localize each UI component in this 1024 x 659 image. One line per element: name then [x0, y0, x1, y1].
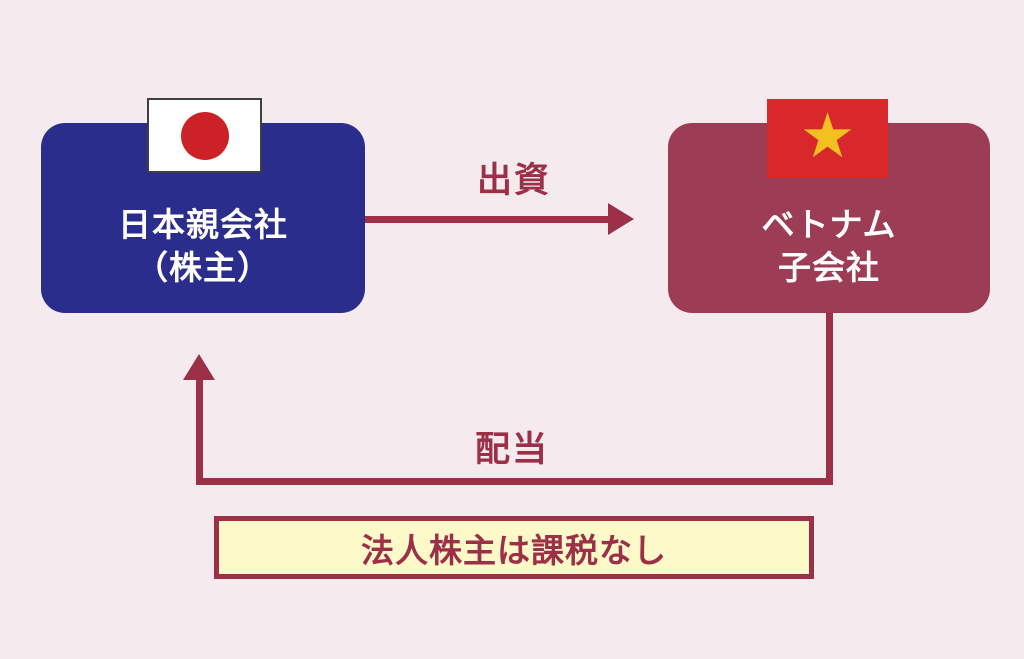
japan-box-label-line1: 日本親会社 — [118, 206, 288, 243]
vietnam-flag-star: ★ — [799, 98, 856, 172]
investment-arrow-line — [365, 216, 608, 223]
investment-arrow-head-icon — [608, 203, 634, 235]
japan-box-label-line2: （株主） — [135, 249, 271, 286]
japan-flag-icon — [147, 98, 262, 173]
dividend-arrow-horizontal-segment — [196, 478, 833, 485]
tax-note-label: 法人株主は課税なし — [361, 531, 667, 569]
vietnam-box-label-line1: ベトナム — [761, 206, 897, 243]
vietnam-box-label-line2: 子会社 — [777, 249, 880, 286]
tax-note-box: 法人株主は課税なし — [214, 516, 814, 579]
dividend-arrow-right-segment — [826, 313, 833, 485]
dividend-arrow-left-segment — [196, 378, 203, 478]
investment-label: 出資 — [476, 161, 551, 200]
dividend-arrow-head-icon — [183, 354, 215, 380]
vietnam-flag-icon: ★ — [767, 99, 888, 178]
dividend-label: 配当 — [474, 430, 549, 469]
japan-flag-sun-circle — [180, 111, 229, 160]
